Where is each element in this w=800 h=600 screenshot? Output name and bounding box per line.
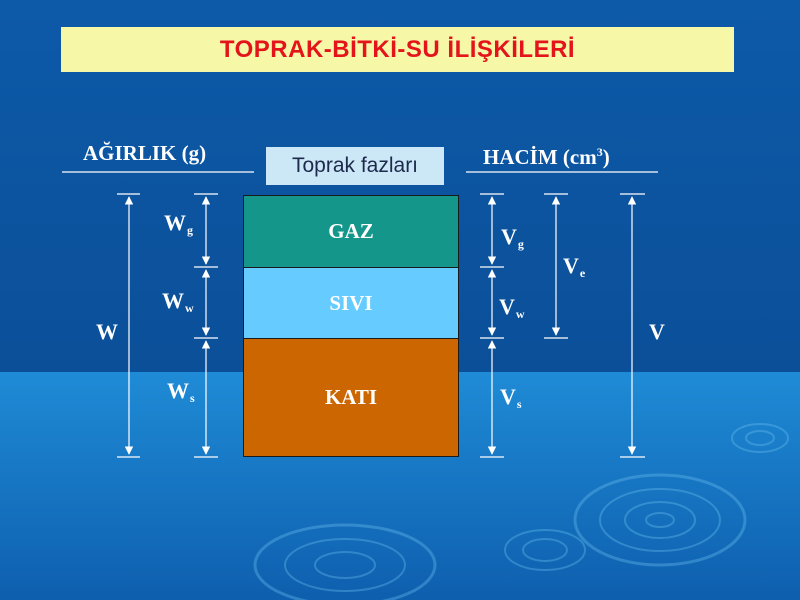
solid-phase-block: KATI: [243, 338, 459, 457]
soil-phases-label: Toprak fazları: [291, 154, 419, 177]
ww-label: Ww: [162, 288, 194, 316]
v-total-label: V: [649, 319, 665, 345]
solid-phase-label: KATI: [324, 385, 378, 409]
w-total-text: W: [96, 319, 118, 344]
volume-header-text: HACİM (cm: [483, 145, 597, 169]
ww-text: W: [162, 288, 184, 313]
slide-title: TOPRAK-BİTKİ-SU İLİŞKİLERİ: [219, 35, 576, 63]
weight-header: AĞIRLIK (g): [83, 141, 206, 166]
soil-phases-label-box: Toprak fazları: [266, 147, 444, 185]
ve-subscript: e: [579, 266, 586, 280]
w-total-label: W: [96, 319, 118, 345]
water-ripple-decoration: [253, 423, 789, 600]
vs-label: Vs: [500, 384, 522, 412]
gas-phase-block: GAZ: [243, 195, 459, 268]
liquid-phase-label: SIVI: [329, 290, 373, 315]
vw-label: Vw: [499, 294, 525, 322]
ws-label: Ws: [167, 378, 195, 406]
vw-subscript: w: [515, 307, 525, 321]
title-banner: TOPRAK-BİTKİ-SU İLİŞKİLERİ: [61, 27, 734, 72]
vg-label: Vg: [501, 224, 524, 252]
vs-subscript: s: [516, 397, 522, 411]
v-total-text: V: [649, 319, 665, 344]
vw-text: V: [499, 294, 515, 319]
ws-text: W: [167, 378, 189, 403]
liquid-phase-block: SIVI: [243, 267, 459, 339]
weight-header-text: AĞIRLIK (g): [83, 141, 207, 165]
wg-subscript: g: [187, 223, 193, 237]
volume-header: HACİM (cm3): [483, 145, 610, 170]
ve-text: V: [563, 253, 579, 278]
vg-subscript: g: [517, 237, 524, 251]
gas-phase-label: GAZ: [328, 219, 374, 243]
ww-subscript: w: [185, 301, 194, 315]
ws-subscript: s: [190, 391, 195, 405]
vs-text: V: [500, 384, 516, 409]
vg-text: V: [501, 224, 517, 249]
ve-label: Ve: [563, 253, 585, 281]
volume-header-close: ): [602, 145, 610, 169]
wg-label: Wg: [164, 210, 193, 238]
volume-header-exponent: 3: [596, 145, 603, 159]
wg-text: W: [164, 210, 186, 235]
